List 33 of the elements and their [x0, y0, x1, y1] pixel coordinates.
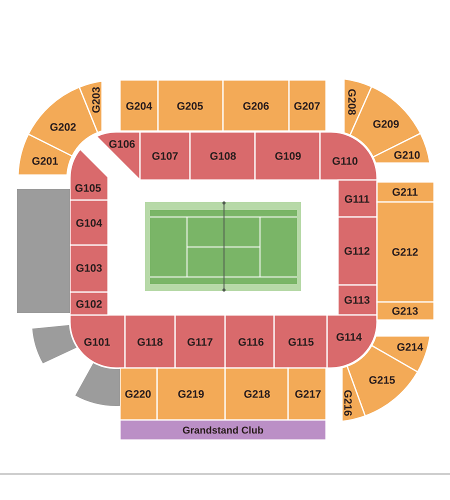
seating-section: G220 [119, 367, 158, 421]
club-section: Grandstand Club [119, 419, 327, 441]
seating-section: G105 [69, 148, 109, 201]
seating-section: G111 [337, 179, 378, 218]
seating-section: G109 [254, 131, 321, 181]
seating-section: G103 [69, 244, 109, 293]
seating-section: G211 [376, 181, 435, 203]
seating-section: G201 [17, 133, 73, 176]
seating-section: G219 [156, 367, 226, 421]
seating-section: G115 [273, 314, 328, 369]
seating-section: G203 [78, 80, 103, 134]
seating-section: G108 [189, 131, 256, 181]
seating-section: G205 [157, 79, 224, 132]
seating-section: G117 [174, 314, 226, 369]
seating-section: G116 [224, 314, 275, 369]
seating-section: G207 [288, 79, 327, 132]
seating-section: G113 [337, 284, 378, 316]
seating-section: G210 [372, 132, 431, 164]
seating-section: G204 [119, 79, 159, 132]
seating-section: G106 [96, 131, 141, 181]
seating-section: G102 [69, 291, 109, 316]
seating-section: G107 [139, 131, 191, 181]
empty-block [17, 189, 70, 313]
seating-section: G216 [341, 366, 366, 422]
seating-section: G217 [287, 367, 327, 421]
seating-section: G118 [124, 314, 176, 369]
seating-section: G218 [224, 367, 289, 421]
seating-section: G110 [319, 131, 378, 181]
seating-section: G104 [69, 199, 109, 246]
empty-wedge [75, 363, 120, 406]
seating-section: G206 [222, 79, 290, 132]
seating-section: G213 [376, 301, 435, 321]
empty-wedge [32, 325, 77, 364]
